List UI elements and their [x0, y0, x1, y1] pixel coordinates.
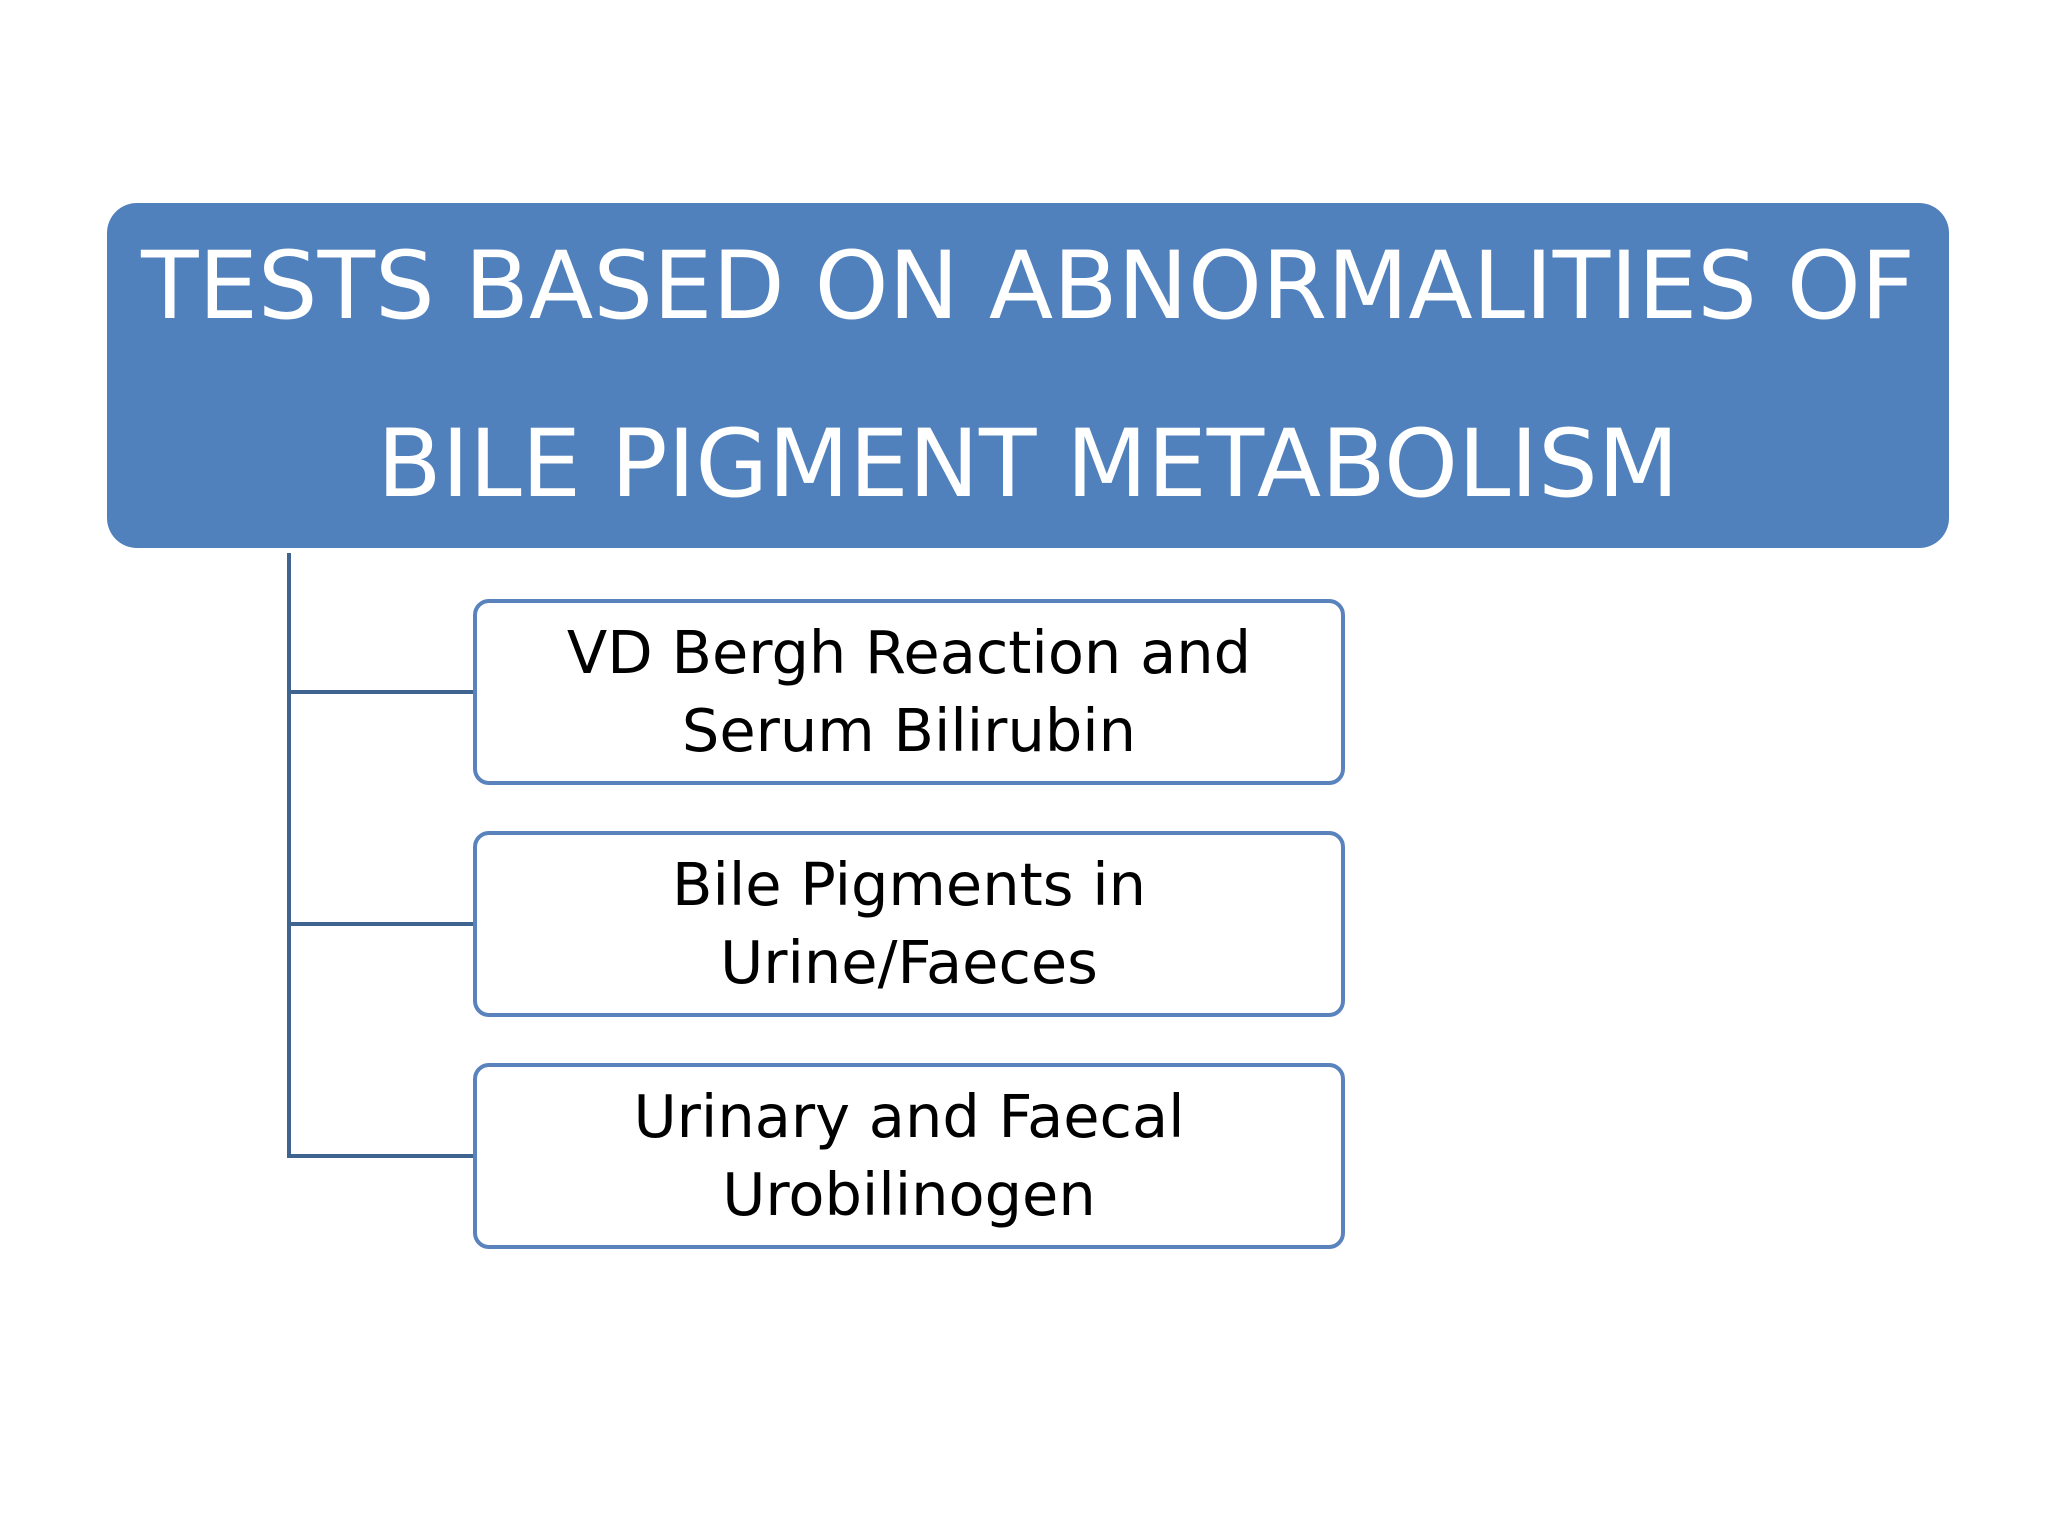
- root-node-line-1: TESTS BASED ON ABNORMALITIES OF: [141, 231, 1915, 341]
- child-node-2-line-1: Bile Pigments in: [671, 850, 1147, 919]
- child-node-bile-pigments: Bile Pigments in Urine/Faeces: [473, 831, 1345, 1017]
- child-node-van-den-bergh: VD Bergh Reaction and Serum Bilirubin: [473, 599, 1345, 785]
- child-node-3-line-1: Urinary and Faecal: [633, 1082, 1185, 1151]
- child-node-1-line-2: Serum Bilirubin: [681, 696, 1137, 765]
- child-node-1-line-1: VD Bergh Reaction and: [566, 618, 1252, 687]
- child-node-3-line-2: Urobilinogen: [722, 1160, 1096, 1229]
- root-node-line-2: BILE PIGMENT METABOLISM: [377, 409, 1679, 519]
- root-node: TESTS BASED ON ABNORMALITIES OF BILE PIG…: [107, 203, 1949, 548]
- child-node-2-line-2: Urine/Faeces: [720, 928, 1098, 997]
- child-node-urobilinogen: Urinary and Faecal Urobilinogen: [473, 1063, 1345, 1249]
